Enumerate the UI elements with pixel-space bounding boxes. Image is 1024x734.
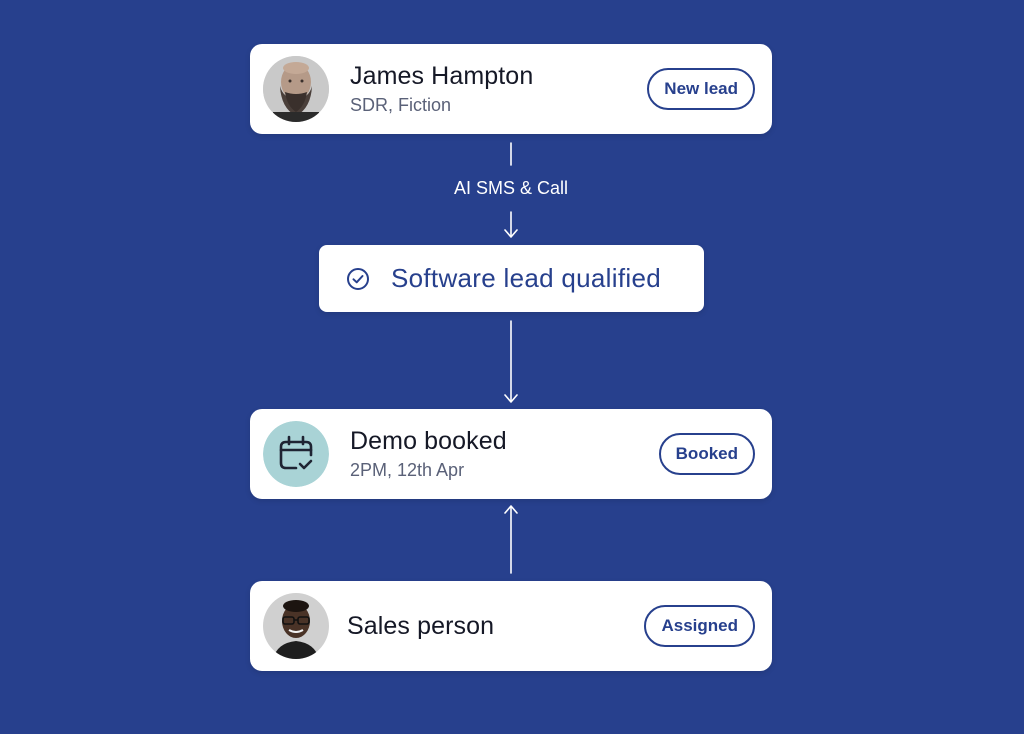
check-circle-icon: [347, 267, 369, 290]
demo-title: Demo booked: [350, 427, 507, 455]
lead-name: James Hampton: [350, 62, 534, 90]
lead-card[interactable]: James Hampton SDR, Fiction New lead: [250, 44, 772, 134]
assigned-badge[interactable]: Assigned: [644, 605, 755, 647]
calendar-check-icon: [279, 435, 313, 470]
arrow-down-head-2: [504, 394, 518, 403]
demo-card[interactable]: Demo booked 2PM, 12th Apr Booked: [250, 409, 772, 499]
qualified-card[interactable]: Software lead qualified: [319, 245, 704, 312]
lead-avatar: [263, 56, 329, 122]
booked-badge[interactable]: Booked: [658, 433, 755, 475]
connector-label: AI SMS & Call: [453, 178, 569, 198]
qualified-label: Software lead qualified: [391, 263, 661, 293]
demo-subtitle: 2PM, 12th Apr: [350, 460, 465, 480]
sales-avatar: [263, 593, 329, 659]
arrow-down-head-1: [504, 229, 518, 238]
sales-card[interactable]: Sales person Assigned: [250, 581, 772, 671]
new-lead-badge[interactable]: New lead: [647, 68, 755, 110]
arrow-up-head: [504, 505, 518, 514]
calendar-avatar: [263, 421, 329, 487]
sales-name: Sales person: [347, 612, 495, 640]
lead-subtitle: SDR, Fiction: [350, 95, 452, 115]
